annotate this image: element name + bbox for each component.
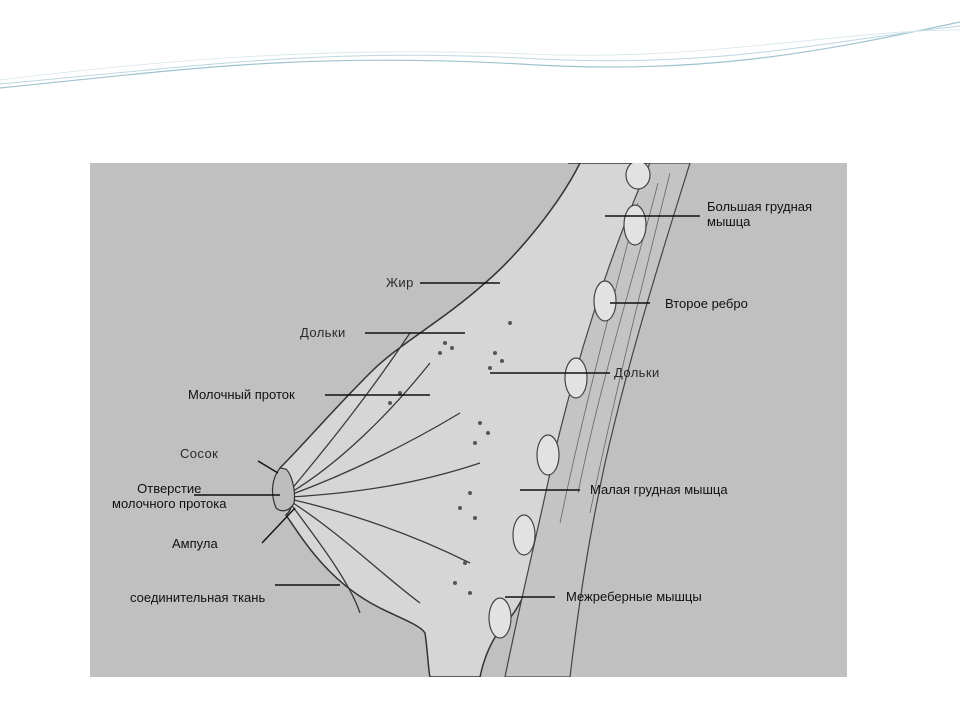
label-leader-lines [194, 215, 700, 598]
label-intercostal-muscles: Межреберные мышцы [566, 589, 702, 604]
breast-anatomy-figure: Большая грудная мышца Жир Дольки Второе … [90, 163, 847, 677]
label-fat: Жир [386, 275, 414, 290]
label-lobules-upper: Дольки [300, 325, 346, 340]
slide-wave-decoration [0, 21, 960, 89]
nipple-shape [271, 467, 296, 512]
label-pectoralis-major-line1: Большая грудная [707, 199, 813, 214]
label-second-rib: Второе ребро [665, 296, 748, 311]
lobule-clusters [388, 321, 512, 595]
label-ampulla: Ампула [172, 536, 218, 551]
pectoral-muscle-band [504, 163, 691, 677]
label-duct-opening: Отверстие молочного протока [112, 481, 227, 511]
label-pectoralis-major-line2: мышца [707, 214, 751, 229]
label-nipple: Сосок [180, 446, 219, 461]
label-pectoralis-major: Большая грудная мышца [707, 199, 812, 229]
label-duct-opening-line1: Отверстие [137, 481, 202, 496]
label-lobules-right: Дольки [614, 365, 660, 380]
label-pectoralis-minor: Малая грудная мышца [590, 482, 728, 497]
label-connective-tissue: соединительная ткань [130, 590, 266, 605]
breast-anatomy-illustration [194, 163, 700, 677]
label-duct-opening-line2: молочного протока [112, 496, 227, 511]
milk-ducts [289, 332, 481, 614]
label-milk-duct: Молочный проток [188, 387, 295, 402]
rib-cross-sections [488, 163, 651, 639]
